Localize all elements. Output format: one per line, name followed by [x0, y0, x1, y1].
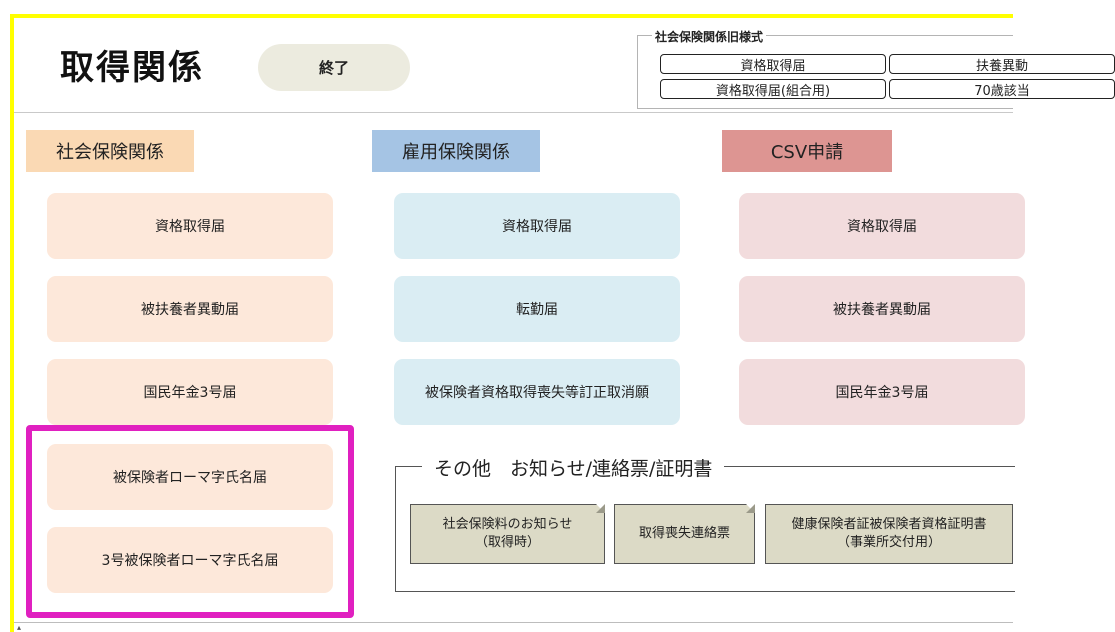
acquisition-loss-slip-button[interactable]: 取得喪失連絡票 — [614, 504, 755, 564]
social-romaji-name-button[interactable]: 被保険者ローマ字氏名届 — [47, 444, 333, 510]
bottom-divider — [14, 622, 1013, 623]
legacy-forms-title: 社会保険関係旧様式 — [652, 28, 767, 45]
category-social-insurance: 社会保険関係 — [26, 130, 194, 172]
employment-transfer-button[interactable]: 転勤届 — [394, 276, 680, 342]
legacy-dependent-change-button[interactable]: 扶養異動 — [889, 54, 1115, 74]
legacy-acquisition-union-button[interactable]: 資格取得届(組合用) — [660, 79, 886, 99]
yellow-frame-left — [10, 14, 14, 632]
highlight-annotation-box — [26, 425, 354, 618]
scroll-indicator-icon: ▴ — [17, 623, 22, 632]
insurance-certificate-line2: （事業所交付用） — [836, 535, 941, 550]
end-button[interactable]: 終了 — [258, 44, 410, 91]
page-title: 取得関係 — [60, 48, 204, 88]
note-fold-corner — [596, 504, 605, 513]
yellow-frame-top — [10, 14, 1013, 18]
social-national-pension-3-button[interactable]: 国民年金3号届 — [47, 359, 333, 425]
legacy-qualification-acquisition-button[interactable]: 資格取得届 — [660, 54, 886, 74]
legacy-age70-button[interactable]: 70歳該当 — [889, 79, 1115, 99]
employment-qualification-acquisition-button[interactable]: 資格取得届 — [394, 193, 680, 259]
social-dependent-change-button[interactable]: 被扶養者異動届 — [47, 276, 333, 342]
header-divider — [14, 112, 1013, 113]
employment-correction-cancel-button[interactable]: 被保険者資格取得喪失等訂正取消願 — [394, 359, 680, 425]
csv-qualification-acquisition-button[interactable]: 資格取得届 — [739, 193, 1025, 259]
insurance-premium-notice-line1: 社会保険料のお知らせ — [442, 517, 573, 532]
insurance-premium-notice-line2: （取得時） — [474, 535, 540, 550]
category-employment-insurance: 雇用保険関係 — [372, 130, 540, 172]
csv-national-pension-3-button[interactable]: 国民年金3号届 — [739, 359, 1025, 425]
category-csv-application: CSV申請 — [722, 130, 892, 172]
insurance-premium-notice-button[interactable]: 社会保険料のお知らせ （取得時） — [410, 504, 605, 564]
insurance-certificate-line1: 健康保険者証被保険者資格証明書 — [791, 517, 987, 532]
acquisition-loss-slip-label: 取得喪失連絡票 — [638, 526, 730, 541]
insurance-certificate-button[interactable]: 健康保険者証被保険者資格証明書 （事業所交付用） — [765, 504, 1013, 564]
legacy-forms-buttons: 資格取得届 扶養異動 資格取得届(組合用) 70歳該当 — [637, 35, 1115, 109]
csv-dependent-change-button[interactable]: 被扶養者異動届 — [739, 276, 1025, 342]
other-notices-title: その他 お知らせ/連絡票/証明書 — [422, 454, 725, 481]
social-no3-romaji-name-button[interactable]: 3号被保険者ローマ字氏名届 — [47, 527, 333, 593]
social-qualification-acquisition-button[interactable]: 資格取得届 — [47, 193, 333, 259]
note-fold-corner — [746, 504, 755, 513]
